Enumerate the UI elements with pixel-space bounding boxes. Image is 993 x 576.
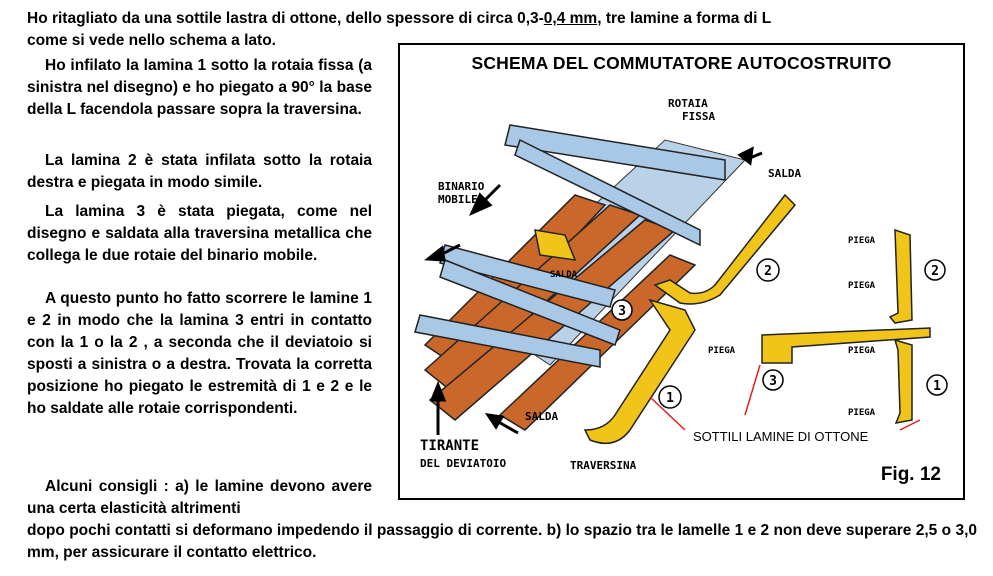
label-num-1-side: 1 — [933, 379, 941, 394]
label-piega-3: PIEGA — [708, 346, 736, 356]
label-num-3-main: 3 — [618, 304, 626, 319]
label-piega-5: PIEGA — [848, 408, 876, 418]
label-traversina: TRAVERSINA — [570, 459, 637, 472]
side-laminae — [761, 228, 931, 424]
rail-top — [514, 138, 701, 247]
label-piega-2: PIEGA — [848, 281, 876, 291]
figure-number: Fig. 12 — [880, 464, 941, 485]
label-piega-1: PIEGA — [848, 236, 876, 246]
paragraph-tips-start: Alcuni consigli : a) le lamine devono av… — [27, 478, 372, 517]
intro-text-c: come si vede nello schema a lato. — [27, 32, 276, 49]
label-rotaia: ROTAIA — [668, 97, 708, 110]
label-mobile: MOBILE — [438, 193, 478, 206]
arrows — [423, 146, 763, 435]
lamina-2-strip — [653, 193, 797, 305]
red-pointer-lines — [649, 364, 921, 431]
label-num-2-main: 2 — [764, 264, 772, 279]
brass-laminae — [534, 193, 797, 445]
label-piega-4: PIEGA — [848, 346, 876, 356]
label-salda-top: SALDA — [768, 167, 801, 180]
number-circles — [611, 258, 948, 409]
intro-text-a: Ho ritagliato da una sottile lastra di o… — [27, 10, 544, 27]
paragraph-tips-end: dopo pochi contatti si deformano impeden… — [27, 522, 977, 561]
label-num-1-main: 1 — [666, 391, 674, 406]
label-thin-brass-strips: SOTTILI LAMINE DI OTTONE — [693, 429, 869, 444]
intro-text-b: , tre lamine a forma di L — [597, 10, 772, 27]
label-salda-bottom: SALDA — [525, 410, 558, 423]
paragraph-procedure: A questo punto ho fatto scorrere le lami… — [27, 290, 372, 417]
rail-fixed — [504, 124, 726, 181]
label-num-3-side: 3 — [769, 374, 777, 389]
thickness-value: 0,4 mm — [543, 10, 598, 27]
paragraph-lamina-1: Ho infilato la lamina 1 sotto la rotaia … — [27, 57, 372, 118]
paragraph-lamina-3: La lamina 3 è stata piegata, come nel di… — [27, 203, 372, 264]
rails — [414, 124, 726, 368]
figure-title: SCHEMA DEL COMMUTATORE AUTOCOSTRUITO — [471, 53, 892, 73]
paragraph-lamina-2: La lamina 2 è stata infilata sotto la ro… — [27, 152, 372, 191]
label-tirante: TIRANTE — [420, 438, 479, 454]
side-lamina-2 — [888, 228, 913, 324]
lamina-3-strip — [534, 229, 577, 261]
label-binario: BINARIO — [438, 180, 485, 193]
label-num-2-side: 2 — [931, 264, 939, 279]
label-fissa: FISSA — [682, 110, 715, 123]
label-del-deviatoio: DEL DEVIATOIO — [420, 457, 506, 470]
intro-paragraph: Ho ritagliato da una sottile lastra di o… — [27, 8, 977, 52]
lamina-1-strip — [583, 298, 696, 445]
label-salda-mid: SALDA — [550, 270, 578, 280]
diagram-drawing: 2 3 1 2 3 1 ROTAIA FISSA SALDA BINARIO M… — [414, 97, 948, 472]
side-lamina-1 — [893, 338, 913, 424]
side-lamina-3 — [761, 327, 931, 364]
rail-lower — [414, 314, 601, 368]
switch-diagram-figure: SCHEMA DEL COMMUTATORE AUTOCOSTRUITO — [398, 43, 965, 500]
rail-mid — [439, 258, 621, 346]
